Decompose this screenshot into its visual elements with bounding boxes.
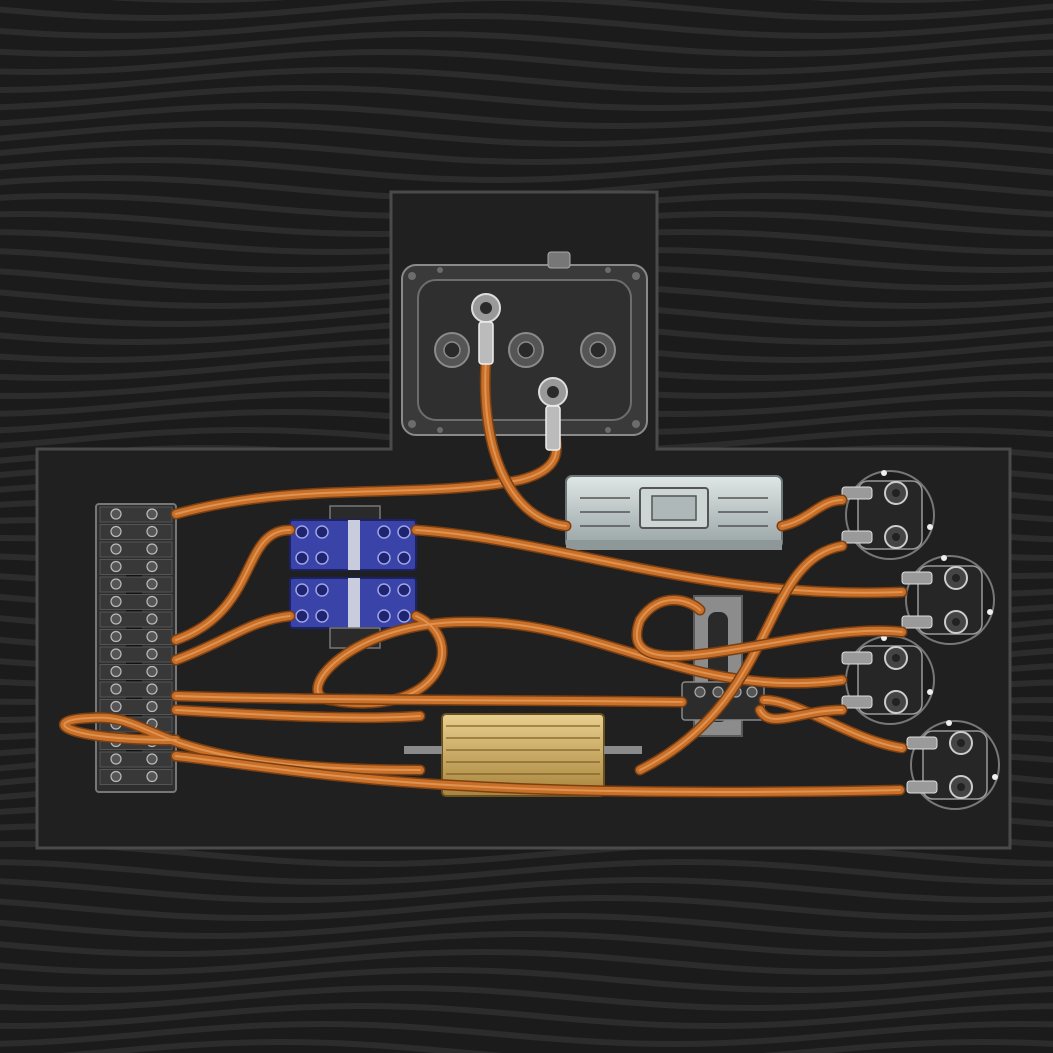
power-resistor-icon — [404, 713, 642, 797]
terminal-block-icon — [95, 503, 177, 793]
contactor-icon — [901, 555, 995, 645]
ring-lug-icon — [538, 377, 568, 451]
ring-lug-icon — [471, 293, 501, 365]
breaker-icon — [289, 505, 417, 571]
motor-controller-icon — [401, 251, 648, 436]
contactor-icon — [906, 720, 1000, 810]
wire-harness — [58, 354, 908, 798]
contactor-icon — [841, 470, 935, 560]
relay-module-icon — [565, 475, 783, 550]
